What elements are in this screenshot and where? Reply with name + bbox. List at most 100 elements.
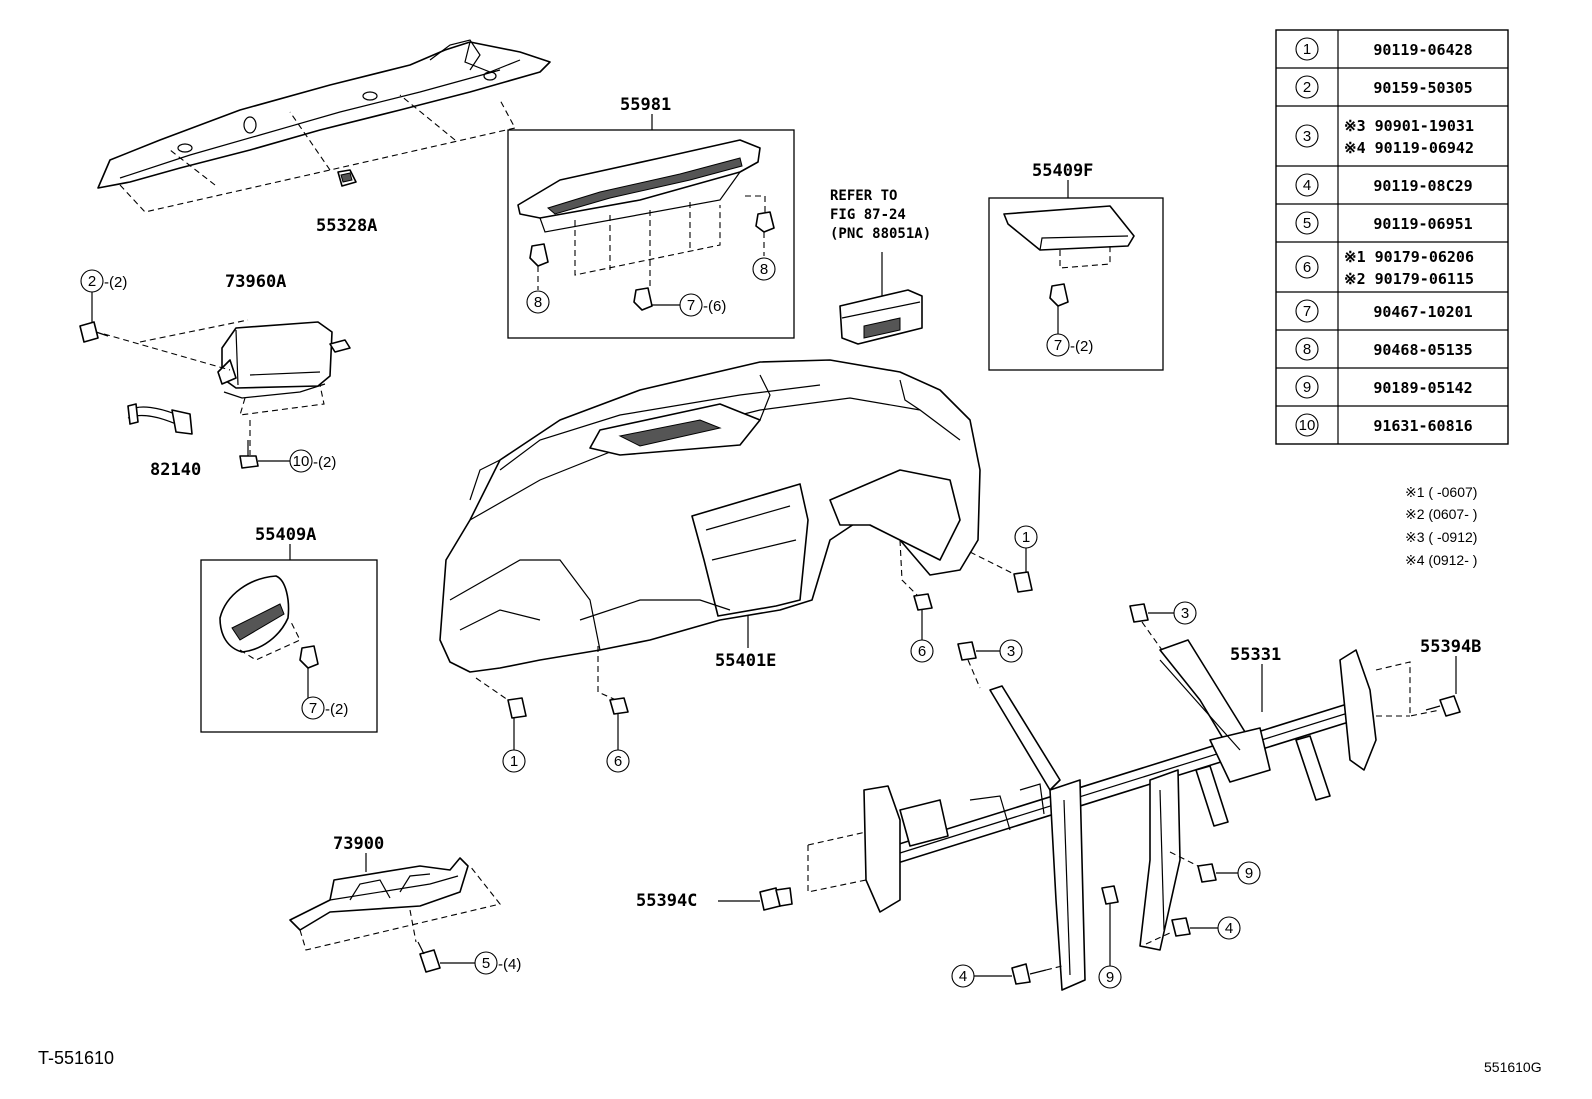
row-number-circle [1295, 211, 1319, 235]
svg-text:9: 9 [1245, 865, 1253, 882]
callout-6-mid: 6 [910, 610, 934, 663]
clip-7-55981-drawing [633, 287, 653, 311]
cover-55409F-drawing [1003, 205, 1135, 307]
part-number: 90119-06951 [1373, 215, 1472, 233]
part-number: 90467-10201 [1373, 303, 1472, 321]
callout-1-right: 1 [1014, 525, 1038, 572]
parts-table-row: 6※1 90179-06206※2 90179-06115 [1295, 248, 1474, 288]
nut-6-left-drawing [609, 697, 629, 715]
svg-text:2: 2 [88, 273, 96, 290]
part-number: 90189-05142 [1373, 379, 1472, 397]
parts-table-row: 4 90119-08C29 [1295, 173, 1473, 197]
footer-code-right: 551610G [1484, 1059, 1542, 1075]
note-2: ※2 (0607- ) [1405, 506, 1477, 522]
row-number-circle [1295, 299, 1319, 323]
parts-table-row: 2 90159-50305 [1295, 75, 1473, 99]
svg-text:1: 1 [510, 753, 518, 770]
svg-text:-(2): -(2) [104, 274, 127, 291]
wire-harness-drawing [127, 403, 193, 435]
bolt-2-drawing [79, 321, 109, 343]
defroster-duct-drawing [97, 39, 551, 213]
control-module-drawing [839, 289, 923, 345]
row-number-circle [1295, 337, 1319, 361]
callout-6-left: 6 [606, 714, 630, 773]
row-number-circle [1295, 75, 1319, 99]
nut-6-mid-drawing [913, 593, 933, 611]
box-55409A [200, 559, 378, 733]
parts-table-frame [1275, 29, 1509, 445]
part-number: ※3 90901-19031 [1344, 117, 1474, 135]
svg-text:3: 3 [1181, 605, 1189, 622]
callout-7-55409A: 7 -(2) [301, 668, 348, 720]
callout-1-left: 1 [502, 718, 526, 773]
label-73960A: 73960A [225, 272, 286, 292]
callout-10: 10 -(2) [258, 449, 336, 473]
label-55328A: 55328A [316, 216, 377, 236]
svg-text:-(4): -(4) [498, 956, 521, 973]
box-55981 [507, 129, 795, 339]
svg-text:1: 1 [1022, 529, 1030, 546]
row-number: 4 [1303, 177, 1311, 194]
label-55394C: 55394C [636, 891, 697, 911]
bolt-1-right-drawing [1013, 571, 1033, 593]
row-number: 2 [1303, 79, 1311, 96]
clip-8a-drawing [529, 243, 549, 290]
svg-text:-(2): -(2) [313, 454, 336, 471]
callout-8b: 8 [752, 257, 776, 281]
part-number: 90468-05135 [1373, 341, 1472, 359]
callout-7-55409F: 7 -(2) [1046, 306, 1093, 357]
reinforcement-beam-drawing [863, 639, 1377, 991]
bolt-5-drawing [417, 941, 441, 973]
row-number: 10 [1299, 417, 1316, 434]
bolt-9-low-drawing [1101, 885, 1119, 905]
svg-text:5: 5 [482, 955, 490, 972]
part-number: 90119-08C29 [1373, 177, 1472, 195]
lower-bracket-drawing [289, 857, 501, 951]
parts-table-row: 3※3 90901-19031※4 90119-06942 [1295, 117, 1474, 157]
row-number: 1 [1303, 41, 1311, 58]
svg-text:7: 7 [687, 297, 695, 314]
date-notes: ※1 ( -0607) ※2 (0607- ) ※3 ( -0912) ※4 (… [1405, 484, 1477, 568]
row-number-circle [1295, 124, 1319, 148]
row-number-circle [1295, 413, 1319, 437]
refer-note-line1: REFER TO [830, 188, 897, 204]
row-number-circle [1295, 255, 1319, 279]
callout-9-right: 9 [1216, 861, 1261, 885]
instrument-panel-drawing [439, 359, 981, 673]
row-number: 7 [1303, 303, 1311, 320]
label-55409F: 55409F [1032, 161, 1093, 181]
row-number: 8 [1303, 341, 1311, 358]
bolt-3-right-drawing [1129, 603, 1149, 623]
note-3: ※3 ( -0912) [1405, 529, 1477, 545]
svg-text:6: 6 [614, 753, 622, 770]
svg-text:6: 6 [918, 643, 926, 660]
knee-cover-drawing [219, 575, 319, 669]
row-number-circle [1295, 173, 1319, 197]
callout-4-low: 4 [951, 964, 1012, 988]
bolt-55394B-drawing [1425, 695, 1461, 717]
callout-8a: 8 [526, 290, 550, 314]
parts-table-row: 1 90119-06428 [1295, 37, 1473, 61]
callout-9-low: 9 [1098, 904, 1122, 989]
box-55409F [988, 197, 1164, 371]
label-82140: 82140 [150, 460, 201, 480]
part-number: 90159-50305 [1373, 79, 1472, 97]
label-55331: 55331 [1230, 645, 1281, 665]
callout-3-right: 3 [1148, 601, 1197, 625]
row-number: 3 [1303, 128, 1311, 145]
callout-5: 5 -(4) [440, 951, 521, 975]
note-4: ※4 (0912- ) [1405, 552, 1477, 568]
bolt-10-drawing [239, 440, 259, 469]
parts-table-row: 10 91631-60816 [1295, 413, 1473, 437]
svg-text:8: 8 [534, 294, 542, 311]
svg-text:7: 7 [309, 700, 317, 717]
callout-3-mid: 3 [976, 639, 1023, 663]
bolt-55394C-drawing [759, 887, 793, 911]
part-number: 91631-60816 [1373, 417, 1472, 435]
label-55401E: 55401E [715, 651, 776, 671]
part-number: 90119-06428 [1373, 41, 1472, 59]
